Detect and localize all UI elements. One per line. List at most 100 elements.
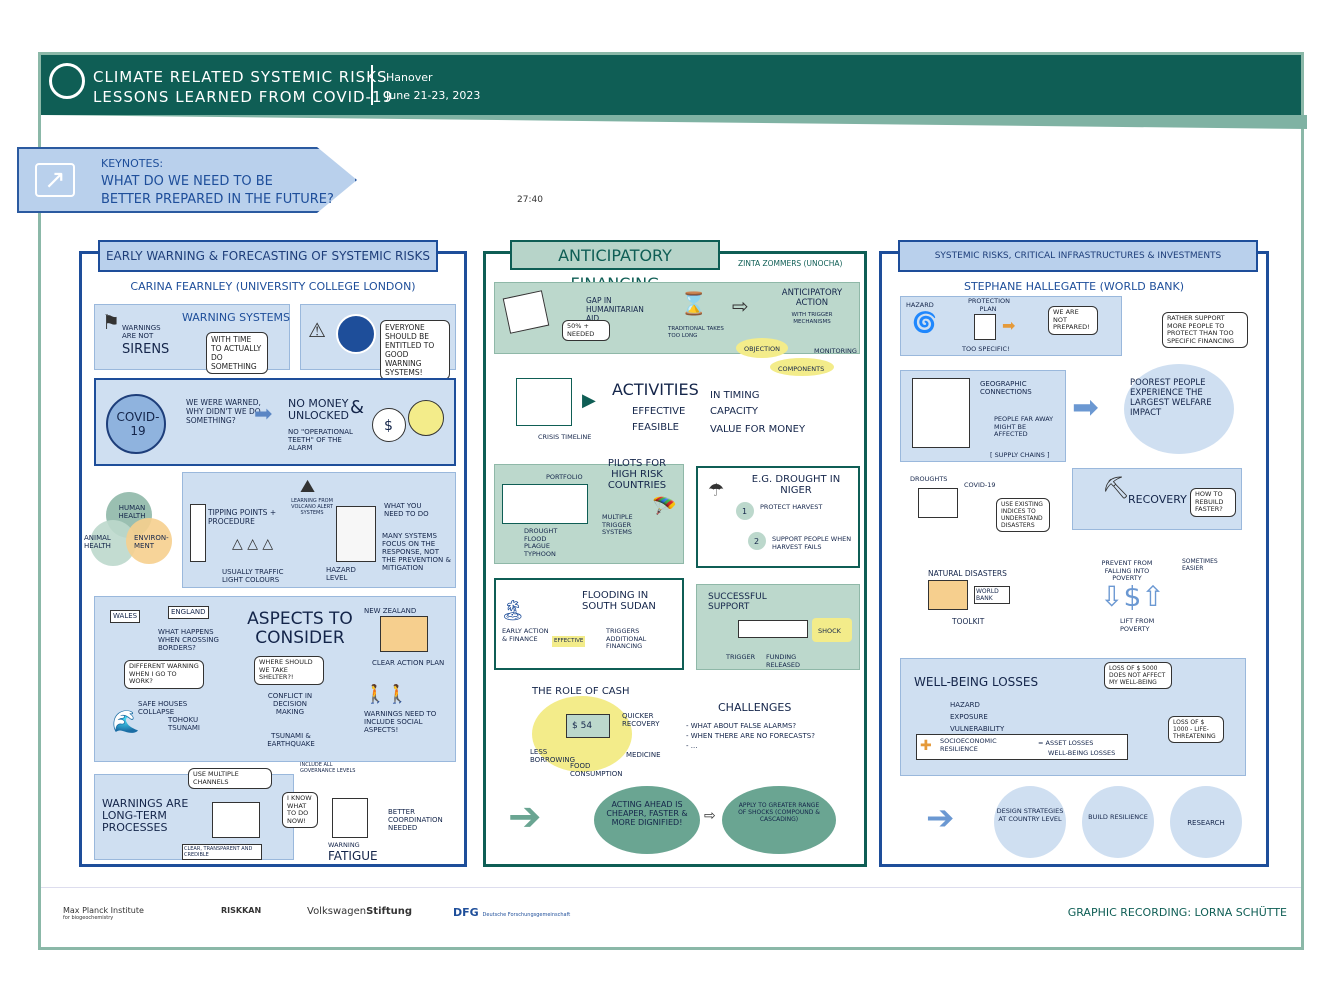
mpi-name: Max Planck Institute [63, 906, 144, 915]
anticipatory-action: Anticipatory action [781, 288, 843, 308]
apply-range: Apply to greater range of shocks (compou… [738, 802, 820, 823]
wb-exposure: Exposure [950, 713, 988, 721]
dfg-logo: DFG Deutsche Forschungsgemeinschaft [453, 906, 570, 919]
person-face-icon [408, 400, 444, 436]
traffic-light-label: Usually traffic light colours [222, 568, 284, 584]
fatigue-label: Fatigue [328, 849, 378, 863]
shock-label: Shock [818, 627, 841, 635]
coordination-label: Better coordination needed [388, 808, 443, 832]
umbrella-icon: ☂ [708, 480, 725, 501]
wb-losses: Well-being losses [1048, 749, 1116, 757]
vw-name-2: Stiftung [366, 906, 413, 917]
arrow-right-outline-icon: ⇨ [732, 294, 749, 318]
hazard-list: Drought Flood Plague Typhoon [524, 527, 558, 558]
col2-speaker: Zinta Zommers (UNOCHA) [738, 259, 843, 268]
event-dates: June 21-23, 2023 [386, 89, 481, 102]
title-line1: Climate Related Systemic Risks [93, 68, 388, 86]
many-systems-label: Many systems focus on the response, not … [382, 532, 451, 572]
graphic-recording-credit: Graphic recording: Lorna Schütte [1067, 906, 1287, 919]
mpi-logo: Max Planck Institute for biogeochemistry [63, 906, 144, 921]
learning-from-volcano: Learning from volcano alert systems [291, 498, 333, 516]
col3-speaker: Stephane Hallegatte (World Bank) [963, 280, 1185, 293]
poorest-people: Poorest people experience the largest we… [1130, 378, 1212, 418]
apply-circle [722, 786, 836, 854]
social-aspects-label: Warnings need to include social aspects! [364, 710, 437, 734]
role-cash-heading: The role of cash [532, 686, 630, 697]
early-action-finance: Early action & finance [502, 627, 549, 643]
plus-icon: ✚ [920, 738, 932, 754]
keynote-question-2: better prepared in the future? [101, 192, 334, 207]
hazard-level-label: Hazard level [326, 566, 356, 582]
drought-niger-heading: E.G. Drought in Niger [751, 474, 841, 496]
checklist-icon [212, 802, 260, 838]
tornado-icon: 🌀 [912, 310, 937, 334]
column-anticipatory: Anticipatory Financing Zinta Zommers (UN… [483, 240, 867, 867]
dfg-sub: Deutsche Forschungsgemeinschaft [482, 912, 571, 918]
timestamp: 27:40 [517, 195, 543, 205]
multiple-channels-bubble: Use multiple channels [188, 768, 272, 789]
no-operational-teeth: No "operational teeth" of the alarm [288, 428, 353, 452]
everyone-bubble: Everyone should be entitled to good warn… [380, 320, 450, 380]
multiple-trigger-label: Multiple trigger systems [602, 513, 633, 536]
challenge-1: - What about false alarms? [686, 722, 797, 730]
toolkit-label: Toolkit [952, 617, 985, 626]
header-accent-stripe [41, 115, 1307, 129]
timeline-arrow-icon [738, 620, 808, 638]
covid-label: Covid-19 [116, 410, 160, 438]
shock-burst [812, 618, 852, 642]
arrow-blue-icon: ➔ [926, 798, 955, 838]
vw-logo: VolkswagenStiftung [307, 906, 412, 917]
column-early-warning: Early warning & forecasting of systemic … [79, 240, 467, 867]
feasible-check: Feasible [632, 422, 679, 433]
not-sirens-label: Warnings are not [122, 324, 161, 340]
where-shelter-bubble: Where should we take shelter?! [254, 656, 324, 685]
col1-title: Early warning & forecasting of systemic … [98, 240, 438, 272]
in-timing-check: in timing [710, 390, 760, 401]
trigger-mechanisms: with trigger mechanisms [791, 312, 833, 325]
clear-transparent-label: Clear, transparent and credible [182, 844, 262, 860]
arrow-up-right-icon: ↗ [35, 163, 75, 197]
scale-ladder-icon [190, 504, 206, 562]
research-circle [1170, 786, 1242, 858]
capacity-check: Capacity [710, 406, 759, 417]
wellbeing-heading: Well-being losses [914, 675, 1039, 689]
step-two-circle [748, 532, 766, 550]
action-plan-grid-icon [380, 616, 428, 652]
new-zealand-label: New Zealand [364, 607, 417, 615]
what-you-need: What you need to do [384, 502, 429, 518]
tsunami-earthquake-label: Tsunami & Earthquake [267, 732, 315, 748]
cheaper-circle [594, 786, 700, 854]
arrow-right-icon: ➡ [254, 402, 273, 427]
sirens-label: Sirens [122, 342, 170, 357]
mpi-sub: for biogeochemistry [63, 915, 114, 921]
traditional-slow: Traditional takes too long [668, 326, 724, 339]
col3-title: Systemic risks, critical infrastructures… [898, 240, 1258, 272]
step-one: 1 [742, 507, 748, 516]
asset-losses: = Asset losses [1038, 739, 1094, 747]
recovery-label: Recovery [1128, 493, 1187, 506]
droughts-label: Droughts [910, 475, 948, 483]
lift-poverty: Lift from poverty [1120, 617, 1155, 633]
arrow-big-blue-icon: ➡ [1072, 388, 1099, 426]
money-dollar: $ [384, 418, 393, 434]
people-icon: 🚶🚶 [364, 684, 409, 705]
effective-tag: Effective [552, 636, 586, 647]
human-health-label: Human health [118, 504, 146, 520]
vw-name: Volkswagen [307, 906, 367, 917]
graph-icon [918, 488, 958, 518]
protection-plan-label: Protection plan [968, 297, 1011, 313]
less-borrowing: Less borrowing [530, 748, 576, 764]
build-circle [1082, 786, 1154, 858]
event-location: Hanover [386, 71, 433, 84]
design-circle [994, 786, 1066, 858]
objection-highlight [736, 338, 788, 358]
phone-icon [332, 798, 368, 838]
crossing-borders: What happens when crossing borders? [158, 628, 219, 652]
safe-houses-label: Safe houses collapse [138, 700, 188, 716]
triangle-alerts-icon: △ △ △ [232, 536, 274, 552]
header-divider [371, 65, 373, 105]
too-specific: Too specific! [962, 345, 1010, 353]
portfolio-icon [502, 484, 588, 524]
covid-label-col3: Covid-19 [964, 481, 996, 489]
keynote-text: Keynotes: What do we need to be better p… [101, 155, 334, 209]
